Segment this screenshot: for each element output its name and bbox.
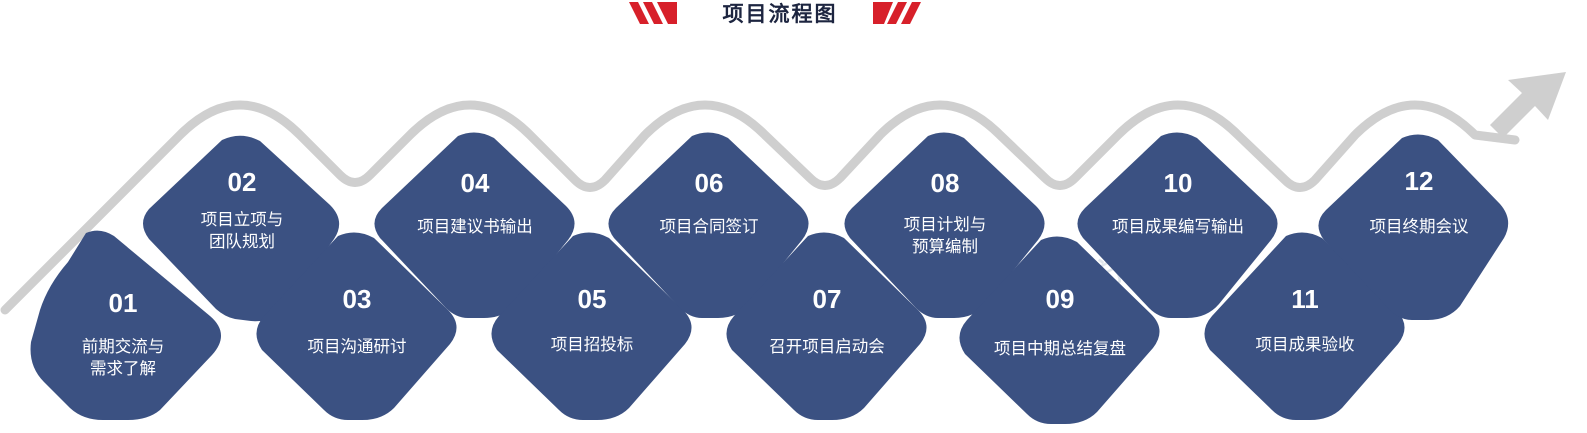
step-tile — [1077, 132, 1278, 318]
step-tile — [143, 135, 340, 322]
step-tile — [256, 232, 457, 420]
step-label: 项目合同签订 — [659, 217, 759, 236]
step-tile — [491, 232, 692, 420]
step-label: 项目成果验收 — [1255, 335, 1355, 354]
wavy-path-line — [0, 100, 1520, 315]
step-label: 项目计划与 预算编制 — [903, 215, 987, 256]
step-number: 07 — [812, 284, 842, 314]
step-number: 10 — [1163, 168, 1193, 198]
step-number: 04 — [460, 168, 490, 198]
step-09: 09 项目中期总结复盘 — [955, 236, 1165, 426]
step-01: 01 前期交流与 需求了解 — [18, 230, 228, 420]
diagram-header: 项目流程图 — [0, 0, 1587, 30]
step-number: 05 — [577, 284, 607, 314]
step-08: 08 项目计划与 预算编制 — [840, 132, 1050, 322]
step-07: 07 召开项目启动会 — [722, 232, 932, 422]
step-number: 12 — [1404, 166, 1434, 196]
step-label: 项目立项与 团队规划 — [200, 210, 284, 251]
step-tile — [844, 132, 1045, 318]
step-04: 04 项目建议书输出 — [370, 132, 580, 322]
step-number: 02 — [227, 167, 257, 197]
step-label: 项目建议书输出 — [417, 217, 533, 236]
step-11: 11 项目成果验收 — [1200, 232, 1410, 422]
step-12: 12 项目终期会议 — [1314, 134, 1524, 324]
step-number: 06 — [694, 168, 724, 198]
step-number: 09 — [1045, 284, 1075, 314]
step-label: 项目终期会议 — [1369, 217, 1469, 236]
step-label: 项目成果编写输出 — [1112, 217, 1244, 236]
step-tile — [1204, 232, 1405, 420]
step-06: 06 项目合同签订 — [604, 132, 814, 322]
step-tile — [1318, 134, 1509, 320]
step-number: 11 — [1291, 284, 1319, 314]
step-label: 项目招投标 — [550, 335, 634, 354]
step-tile — [959, 236, 1160, 424]
arrow-head-icon — [1490, 72, 1566, 138]
step-number: 08 — [930, 168, 960, 198]
step-tile — [30, 230, 222, 420]
step-05: 05 项目招投标 — [487, 232, 697, 422]
step-10: 10 项目成果编写输出 — [1073, 132, 1283, 322]
step-02: 02 项目立项与 团队规划 — [137, 135, 347, 325]
step-tile — [726, 232, 927, 420]
step-tile — [608, 132, 809, 318]
step-03: 03 项目沟通研讨 — [252, 232, 462, 422]
diagram-title: 项目流程图 — [722, 2, 838, 26]
step-label: 召开项目启动会 — [769, 337, 885, 356]
slash-decoration-right — [873, 2, 921, 24]
step-label: 项目中期总结复盘 — [994, 339, 1126, 358]
step-number: 01 — [108, 288, 138, 318]
step-label: 前期交流与 需求了解 — [81, 337, 165, 378]
step-number: 03 — [342, 284, 372, 314]
slash-decoration-left — [629, 2, 677, 24]
step-tile — [374, 132, 575, 318]
step-label: 项目沟通研讨 — [307, 337, 407, 356]
